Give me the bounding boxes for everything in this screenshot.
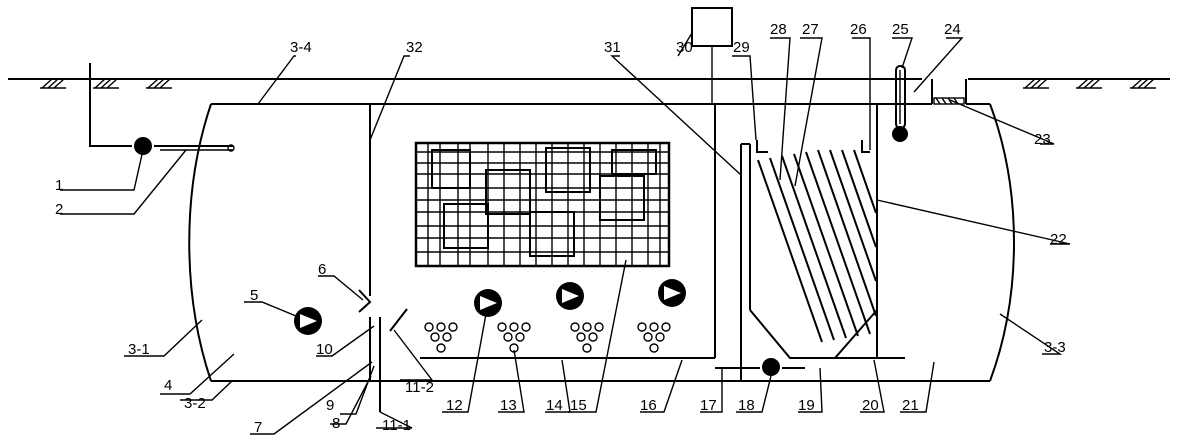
label-3-3: 3-3 <box>1044 339 1066 356</box>
label-9: 9 <box>326 397 334 414</box>
aerator-icon <box>556 282 584 310</box>
label-5: 5 <box>250 287 258 304</box>
label-11-2: 11-2 <box>405 379 434 396</box>
label-1: 1 <box>55 177 63 194</box>
aerator-icon <box>658 279 686 307</box>
outlet-sensor <box>892 65 908 142</box>
label-22: 22 <box>1050 231 1067 248</box>
label-28: 28 <box>770 21 787 38</box>
leader-lines <box>60 32 1071 435</box>
label-17: 17 <box>700 397 717 414</box>
packing-media <box>414 141 671 268</box>
label-11-1: 11-1 <box>382 417 411 434</box>
diffusers <box>424 322 671 353</box>
label-29: 29 <box>733 39 750 56</box>
manhole-vent <box>931 79 967 105</box>
label-26: 26 <box>850 21 867 38</box>
inlet-pipe <box>89 63 235 155</box>
label-14: 14 <box>546 397 563 414</box>
label-15: 15 <box>570 397 587 414</box>
label-3-2: 3-2 <box>184 395 206 412</box>
label-2: 2 <box>55 201 63 218</box>
label-7: 7 <box>254 419 262 436</box>
partition-walls <box>369 104 878 412</box>
label-18: 18 <box>738 397 755 414</box>
control-box <box>691 7 733 104</box>
label-24: 24 <box>944 21 961 38</box>
label-21: 21 <box>902 397 919 414</box>
label-27: 27 <box>802 21 819 38</box>
label-13: 13 <box>500 397 517 414</box>
label-4: 4 <box>164 377 172 394</box>
part-labels: 1 2 3-4 32 31 30 29 28 27 26 25 24 23 22… <box>55 21 1067 436</box>
label-31: 31 <box>604 39 621 56</box>
aerator-icon <box>294 307 322 335</box>
flow-deflector <box>358 289 408 382</box>
label-23: 23 <box>1034 131 1051 148</box>
label-30: 30 <box>676 39 693 56</box>
ground-surface <box>8 78 1170 89</box>
label-3-4: 3-4 <box>290 39 312 56</box>
label-10: 10 <box>316 341 333 358</box>
aerator-icon <box>474 289 502 317</box>
label-25: 25 <box>892 21 909 38</box>
label-3-1: 3-1 <box>128 341 150 358</box>
aerators <box>294 279 686 335</box>
label-19: 19 <box>798 397 815 414</box>
label-16: 16 <box>640 397 657 414</box>
label-12: 12 <box>446 397 463 414</box>
label-8: 8 <box>332 415 340 432</box>
label-32: 32 <box>406 39 423 56</box>
inclined-settler <box>741 140 905 359</box>
sludge-return <box>715 358 805 376</box>
tank-shell <box>188 103 1015 382</box>
label-6: 6 <box>318 261 326 278</box>
label-20: 20 <box>862 397 879 414</box>
